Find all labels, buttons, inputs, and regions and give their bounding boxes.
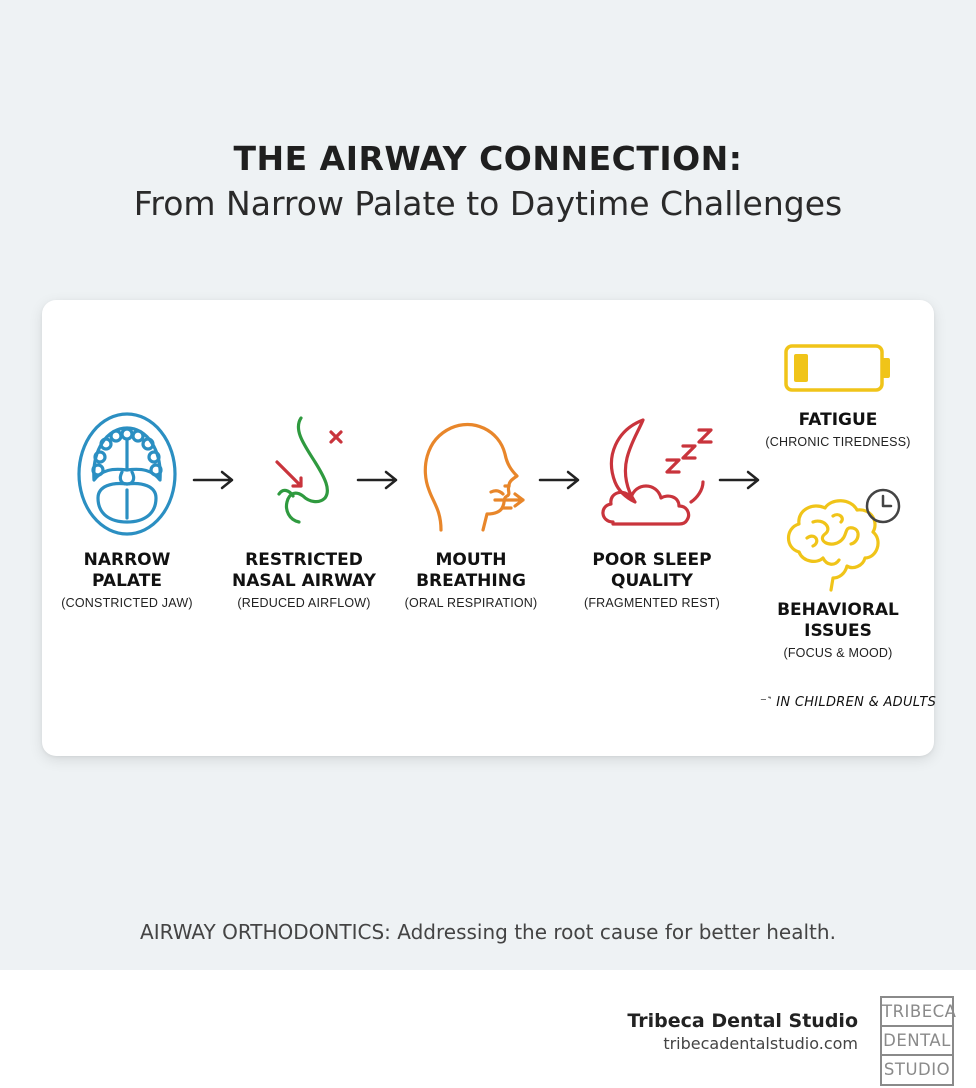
title-line-2: From Narrow Palate to Daytime Challenges (133, 184, 843, 223)
nose-blocked-icon (275, 416, 343, 524)
outcome-label: FATIGUE (798, 410, 878, 430)
outcome-label-line-1: BEHAVIORAL (777, 600, 899, 620)
brand-logo: TRIBECA DENTAL STUDIO (880, 996, 956, 1086)
arrow-right-icon (538, 470, 580, 490)
brand-url: tribecadentalstudio.com (663, 1034, 858, 1053)
outcome-label-line-2: ISSUES (804, 621, 872, 641)
outcome-behavioral-issues: BEHAVIORAL ISSUES (FOCUS & MOOD) (758, 482, 918, 660)
brain-clock-icon (786, 488, 901, 592)
step-label-line-1: RESTRICTED (245, 550, 363, 570)
note-text: IN CHILDREN & ADULTS (776, 695, 937, 710)
low-battery-icon (784, 344, 890, 392)
diagram-title: THE AIRWAY CONNECTION: From Narrow Palat… (0, 138, 976, 226)
step-mouth-breathing: MOUTH BREATHING (ORAL RESPIRATION) (396, 410, 546, 610)
tagline: AIRWAY ORTHODONTICS: Addressing the root… (140, 920, 836, 944)
arrow-right-icon (356, 470, 398, 490)
step-label-line-1: MOUTH (435, 550, 507, 570)
title-line-1: THE AIRWAY CONNECTION: (233, 139, 743, 178)
step-label-line-2: BREATHING (416, 571, 526, 591)
arrow-right-icon (718, 470, 760, 490)
mouth-palate-icon (77, 412, 177, 536)
logo-line-1: TRIBECA (882, 998, 956, 1027)
footer: Tribeca Dental Studio tribecadentalstudi… (0, 970, 976, 1088)
head-mouth-breathing-icon (423, 422, 525, 532)
logo-line-2: DENTAL (882, 1027, 952, 1056)
step-narrow-palate: NARROW PALATE (CONSTRICTED JAW) (52, 410, 202, 610)
step-label-line-2: PALATE (92, 571, 162, 591)
step-sublabel: (CONSTRICTED JAW) (61, 596, 193, 610)
step-restricted-nasal-airway: RESTRICTED NASAL AIRWAY (REDUCED AIRFLOW… (228, 410, 380, 610)
step-sublabel: (REDUCED AIRFLOW) (237, 596, 371, 610)
moon-cloud-sleep-icon (601, 418, 713, 526)
note-marker-icon: ⁻˺ (760, 695, 777, 710)
step-sublabel: (ORAL RESPIRATION) (404, 596, 538, 610)
audience-note: ⁻˺ IN CHILDREN & ADULTS (760, 694, 936, 710)
step-sublabel: (FRAGMENTED REST) (583, 596, 721, 610)
outcome-sublabel: (FOCUS & MOOD) (783, 646, 893, 660)
step-label-line-1: NARROW (83, 550, 171, 570)
outcome-sublabel: (CHRONIC TIREDNESS) (765, 435, 911, 449)
arrow-right-icon (192, 470, 234, 490)
step-label-line-2: NASAL AIRWAY (232, 571, 376, 591)
step-label-line-1: POOR SLEEP (592, 550, 712, 570)
step-poor-sleep-quality: POOR SLEEP QUALITY (FRAGMENTED REST) (572, 410, 732, 610)
step-label-line-2: QUALITY (611, 571, 693, 591)
brand-name: Tribeca Dental Studio (627, 1010, 858, 1032)
logo-line-3: STUDIO (883, 1060, 951, 1079)
outcome-fatigue: FATIGUE (CHRONIC TIREDNESS) (758, 340, 918, 449)
